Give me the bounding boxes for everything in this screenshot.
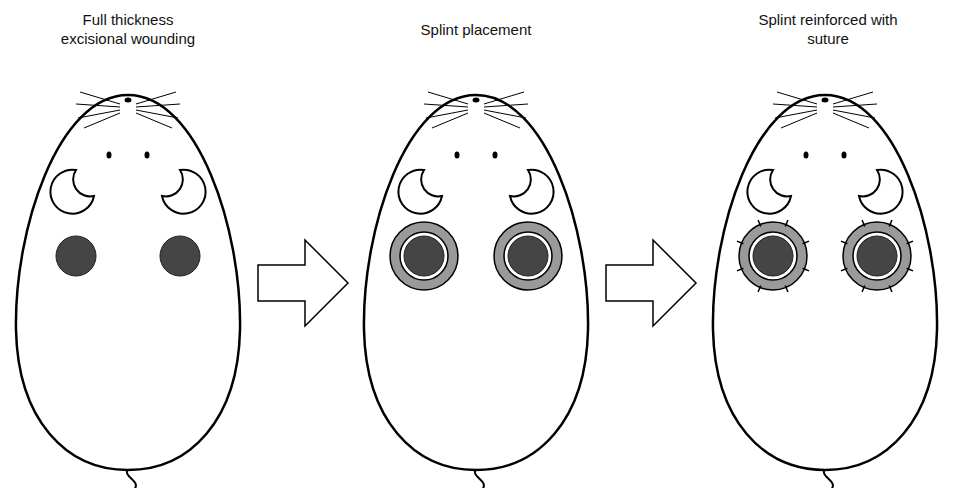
whisker <box>773 104 817 107</box>
splint-inner <box>400 232 448 280</box>
whisker <box>136 92 176 104</box>
suture-stitch <box>758 286 761 292</box>
wound <box>508 236 548 276</box>
mouse-eye <box>455 152 460 159</box>
whisker <box>426 110 468 118</box>
step-heading: Splint placement <box>376 20 576 39</box>
whisker <box>781 113 817 128</box>
wound <box>753 236 793 276</box>
suture-stitch <box>758 220 761 226</box>
splint-inner <box>749 232 797 280</box>
mouse-eye <box>842 152 847 159</box>
suture-stitch <box>907 241 913 244</box>
whisker <box>136 104 180 107</box>
whisker <box>833 113 869 128</box>
wound <box>404 236 444 276</box>
whisker <box>484 113 520 128</box>
splint-inner <box>853 232 901 280</box>
suture-stitch <box>862 220 865 226</box>
mouse-body <box>713 95 937 470</box>
whisker <box>424 104 468 107</box>
suture-stitch <box>841 268 847 271</box>
mouse-eye <box>107 152 112 159</box>
suture-stitch <box>907 268 913 271</box>
whisker <box>136 110 178 118</box>
whisker <box>775 110 817 118</box>
mouse-ear <box>859 170 903 214</box>
suture-stitch <box>785 286 788 292</box>
mouse-nose <box>125 98 132 103</box>
suture-stitch <box>785 220 788 226</box>
wound <box>56 236 96 276</box>
mouse-ear <box>162 170 206 214</box>
mouse-ear <box>747 170 791 214</box>
process-arrow <box>606 240 696 326</box>
whisker <box>484 110 526 118</box>
mouse-body <box>16 95 240 470</box>
whisker <box>76 104 120 107</box>
whisker <box>777 92 817 104</box>
whisker <box>80 92 120 104</box>
mouse-eye <box>145 152 150 159</box>
mouse-nose <box>473 98 480 103</box>
suture-stitch <box>737 268 743 271</box>
mouse-ear <box>398 170 442 214</box>
splint-ring <box>843 222 911 290</box>
mouse-eye <box>493 152 498 159</box>
splint-ring <box>390 222 458 290</box>
mouse-ear <box>510 170 554 214</box>
suture-stitch <box>803 268 809 271</box>
step-heading: Splint reinforced with suture <box>758 10 898 48</box>
mouse-figure <box>16 92 240 488</box>
splint-ring <box>494 222 562 290</box>
suture-stitch <box>803 241 809 244</box>
mouse-ear <box>50 170 94 214</box>
process-arrow <box>258 240 348 326</box>
mouse-figure <box>713 92 937 488</box>
whisker <box>432 113 468 128</box>
suture-stitch <box>889 220 892 226</box>
mouse-eye <box>804 152 809 159</box>
mouse-figure <box>364 92 588 488</box>
whisker <box>136 113 172 128</box>
whisker <box>484 104 528 107</box>
whisker <box>84 113 120 128</box>
suture-stitch <box>862 286 865 292</box>
whisker <box>833 110 875 118</box>
whisker <box>484 92 524 104</box>
whisker <box>428 92 468 104</box>
whisker <box>833 92 873 104</box>
step-heading: Full thickness excisional wounding <box>48 10 208 48</box>
suture-stitch <box>841 241 847 244</box>
whisker <box>833 104 877 107</box>
splint-inner <box>504 232 552 280</box>
suture-stitch <box>737 241 743 244</box>
wound <box>160 236 200 276</box>
splint-ring <box>739 222 807 290</box>
suture-stitch <box>889 286 892 292</box>
whisker <box>78 110 120 118</box>
mouse-nose <box>822 98 829 103</box>
mouse-body <box>364 95 588 470</box>
wound <box>857 236 897 276</box>
